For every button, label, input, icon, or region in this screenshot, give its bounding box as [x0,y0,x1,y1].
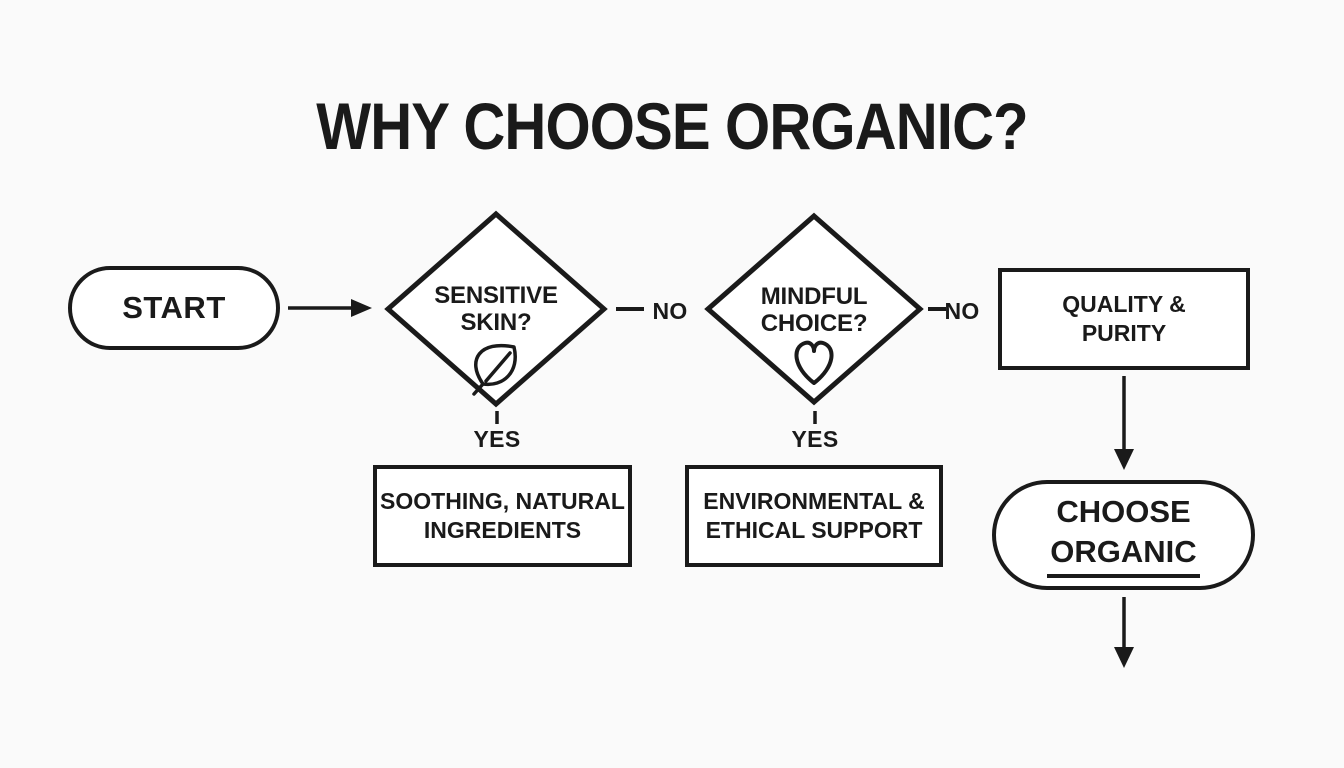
decision-diamond-mindful-choice [704,212,924,406]
arrowhead-quality-to-end [1114,449,1134,470]
soothing-line2: INGREDIENTS [423,517,582,543]
soothing-line1: SOOTHING, NATURAL [380,488,625,514]
heart-icon [794,340,834,385]
choose-organic-line2: ORGANIC [1047,532,1200,578]
quality-purity-box: QUALITY & PURITY [998,268,1250,370]
decision-mindful-line1: MINDFUL [760,283,868,310]
environmental-line2: ETHICAL SUPPORT [705,517,923,543]
no-label-mindful: NO [944,298,980,324]
decision-sensitive-line2: SKIN? [460,309,532,336]
environmental-support-box: ENVIRONMENTAL & ETHICAL SUPPORT [685,465,943,567]
quality-purity-line1: QUALITY & [1062,291,1186,317]
decision-mindful-line2: CHOICE? [760,310,868,337]
yes-label-mindful: YES [791,426,839,452]
quality-purity-line2: PURITY [1081,320,1167,346]
yes-label-sensitive: YES [473,426,521,452]
arrowhead-end-exit [1114,647,1134,668]
decision-sensitive-line1: SENSITIVE [434,282,558,309]
arrowhead-start-to-sensitive [351,299,372,317]
start-node: START [68,266,280,350]
soothing-ingredients-box: SOOTHING, NATURAL INGREDIENTS [373,465,632,567]
decision-sensitive-skin-label: SENSITIVE SKIN? [406,282,586,336]
decision-diamond-sensitive-skin [384,210,608,408]
page-title: WHY CHOOSE ORGANIC? [316,89,1028,163]
start-label: START [122,290,226,325]
choose-organic-line1: CHOOSE [1056,494,1191,529]
choose-organic-node: CHOOSE ORGANIC [992,480,1255,590]
no-label-sensitive: NO [652,298,688,324]
decision-mindful-choice-label: MINDFUL CHOICE? [724,283,904,337]
leaf-icon [472,343,517,396]
environmental-line1: ENVIRONMENTAL & [703,488,925,514]
